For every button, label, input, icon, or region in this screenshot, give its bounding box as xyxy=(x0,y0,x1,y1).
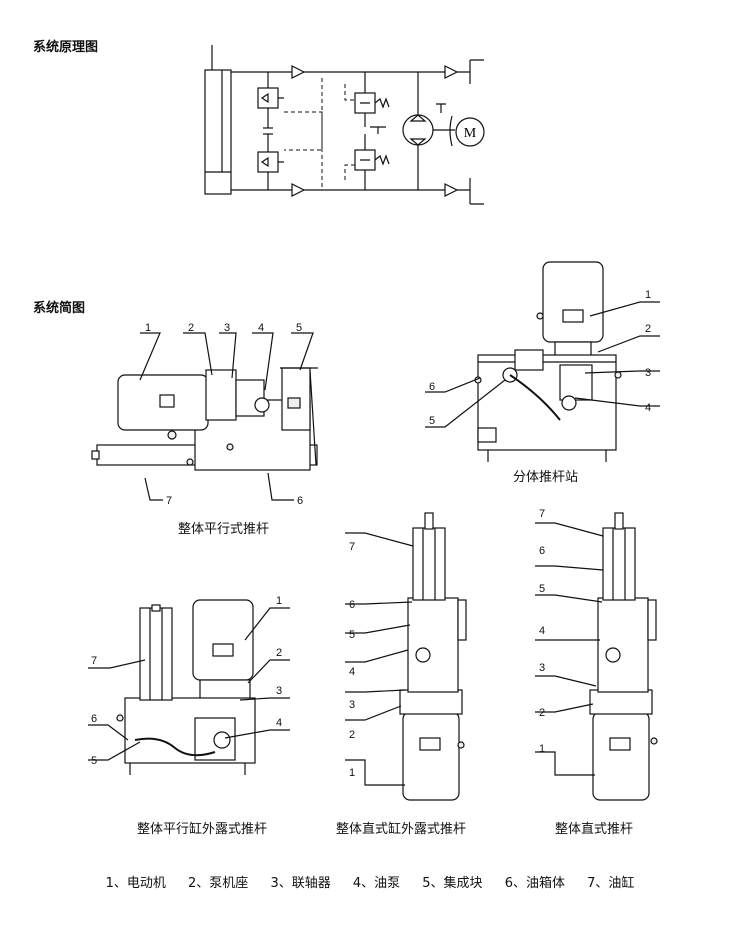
exposed-parallel-motor xyxy=(192,599,254,681)
fig-straight: 7 6 5 4 3 2 1 xyxy=(535,508,658,801)
caption-integral-parallel: 整体平行式推杆 xyxy=(178,522,270,537)
split-label-5: 5 xyxy=(429,415,435,427)
parallel-label-1: 1 xyxy=(145,322,151,334)
simplified-diagram-heading: 系统简图 xyxy=(33,301,86,316)
exposed-straight-label-5: 5 xyxy=(349,629,355,641)
exposed-parallel-label-4: 4 xyxy=(276,717,282,729)
straight-motor xyxy=(592,711,650,801)
straight-label-2: 2 xyxy=(539,707,545,719)
straight-label-5: 5 xyxy=(539,583,545,595)
motor-symbol-label: M xyxy=(464,126,477,141)
parallel-label-6: 6 xyxy=(297,495,303,507)
split-label-2: 2 xyxy=(645,323,651,335)
split-label-4: 4 xyxy=(645,402,651,414)
exposed-straight-label-6: 6 xyxy=(349,599,355,611)
exposed-parallel-label-5: 5 xyxy=(91,755,97,767)
straight-cylinder xyxy=(602,527,636,601)
exposed-straight-label-7: 7 xyxy=(349,541,355,553)
parallel-label-5: 5 xyxy=(296,322,302,334)
fig-split-station: 1 2 3 4 6 5 xyxy=(425,261,660,462)
straight-label-6: 6 xyxy=(539,545,545,557)
split-label-6: 6 xyxy=(429,381,435,393)
exposed-straight-motor xyxy=(402,711,460,801)
principle-diagram-heading: 系统原理图 xyxy=(33,40,99,55)
caption-split-station: 分体推杆站 xyxy=(513,470,579,485)
exposed-straight-tank xyxy=(407,597,459,693)
fig-integral-parallel: 1 2 3 4 5 7 6 xyxy=(91,322,318,507)
exposed-straight-cylinder xyxy=(412,527,446,601)
caption-integral-straight: 整体直式推杆 xyxy=(555,822,634,837)
caption-integral-parallel-exposed: 整体平行缸外露式推杆 xyxy=(137,822,268,837)
parallel-label-7: 7 xyxy=(166,495,172,507)
schematic-check-valve-top xyxy=(291,65,306,79)
schematic-coupling-top xyxy=(444,65,459,79)
hydraulic-schematic: M xyxy=(204,45,485,205)
legend-item-5: 5、集成块 xyxy=(422,876,483,891)
exposed-parallel-label-2: 2 xyxy=(276,647,282,659)
exposed-parallel-label-1: 1 xyxy=(276,595,282,607)
fig-straight-exposed: 7 6 5 4 3 2 1 xyxy=(345,512,467,801)
caption-integral-straight-exposed: 整体直式缸外露式推杆 xyxy=(336,822,467,837)
legend-item-1: 1、电动机 xyxy=(105,876,166,891)
exposed-parallel-label-3: 3 xyxy=(276,685,282,697)
exposed-parallel-label-6: 6 xyxy=(91,713,97,725)
legend-item-6: 6、油箱体 xyxy=(504,876,565,891)
legend-item-3: 3、联轴器 xyxy=(270,876,331,891)
legend-item-4: 4、油泵 xyxy=(352,876,401,891)
straight-tank xyxy=(597,597,649,693)
parts-legend: 1、电动机 2、泵机座 3、联轴器 4、油泵 5、集成块 6、油箱体 7、油缸 xyxy=(0,872,740,891)
split-label-1: 1 xyxy=(645,289,651,301)
parallel-label-4: 4 xyxy=(258,322,264,334)
schematic-motor-symbol xyxy=(455,117,485,147)
straight-label-7: 7 xyxy=(539,508,545,520)
schematic-cylinder xyxy=(204,69,232,195)
straight-label-3: 3 xyxy=(539,662,545,674)
exposed-straight-label-4: 4 xyxy=(349,666,355,678)
fig-parallel-exposed: 1 2 3 4 7 6 5 xyxy=(88,595,290,775)
split-tank xyxy=(477,354,617,451)
parallel-label-2: 2 xyxy=(188,322,194,334)
legend-item-7: 7、油缸 xyxy=(587,876,635,891)
exposed-straight-label-2: 2 xyxy=(349,729,355,741)
straight-label-4: 4 xyxy=(539,625,545,637)
straight-label-1: 1 xyxy=(539,743,545,755)
split-motor xyxy=(542,261,604,343)
schematic-check-valve-bottom xyxy=(291,183,306,197)
exposed-straight-label-1: 1 xyxy=(349,767,355,779)
exposed-straight-label-3: 3 xyxy=(349,699,355,711)
parallel-label-3: 3 xyxy=(224,322,230,334)
exposed-parallel-cylinder xyxy=(139,607,173,701)
schematic-coupling-bottom xyxy=(444,183,459,197)
split-label-3: 3 xyxy=(645,367,651,379)
legend-item-2: 2、泵机座 xyxy=(188,876,249,891)
exposed-parallel-label-7: 7 xyxy=(91,655,97,667)
